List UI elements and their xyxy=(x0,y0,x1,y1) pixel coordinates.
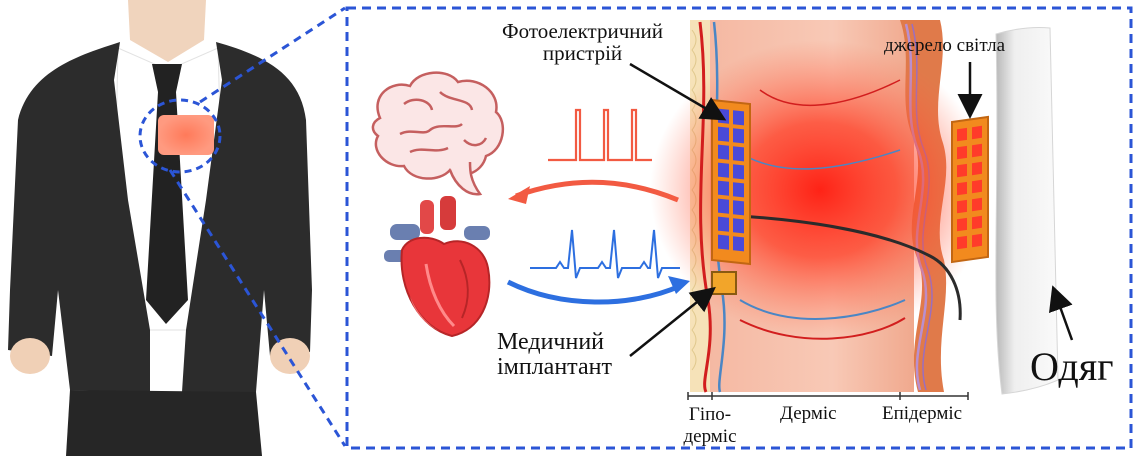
medical-implant-chip xyxy=(712,272,736,294)
red-arrow-head xyxy=(508,186,530,204)
neural-spike-signal xyxy=(548,110,652,160)
implant-label-line1: Медичний xyxy=(497,330,612,355)
medical-implant-label: Медичний імплантант xyxy=(497,330,612,380)
man-figure xyxy=(8,0,312,456)
hypodermis-label-line1: Гіпо- xyxy=(681,404,739,426)
hypodermis-label-line2: дерміс xyxy=(681,426,739,448)
photoelectric-label-line1: Фотоелектричний xyxy=(455,20,710,42)
light-source-label: джерело світла xyxy=(884,36,1005,56)
right-hand xyxy=(270,338,310,374)
blue-signal-arrow xyxy=(508,282,680,302)
dermis-label: Дерміс xyxy=(780,404,837,424)
left-hand xyxy=(10,338,50,374)
epidermis-label: Епідерміс xyxy=(882,404,962,424)
skin-cross-section xyxy=(650,20,1058,400)
implant-label-line2: імплантант xyxy=(497,355,612,380)
photovoltaic-panel xyxy=(712,100,750,264)
photoelectric-label-line2: пристрій xyxy=(455,42,710,64)
chest-light-patch xyxy=(158,115,214,155)
heart-icon xyxy=(384,196,490,336)
brain-icon xyxy=(373,73,503,195)
ecg-signal xyxy=(530,230,680,278)
layer-brackets xyxy=(688,392,968,400)
clothing-label: Одяг xyxy=(1030,346,1114,388)
trousers xyxy=(66,390,262,456)
neck xyxy=(128,0,206,62)
light-source-panel xyxy=(952,117,988,262)
hypodermis-label: Гіпо- дерміс xyxy=(681,404,739,448)
photoelectric-device-label: Фотоелектричний пристрій xyxy=(455,20,710,64)
clothing-fabric xyxy=(996,27,1058,394)
